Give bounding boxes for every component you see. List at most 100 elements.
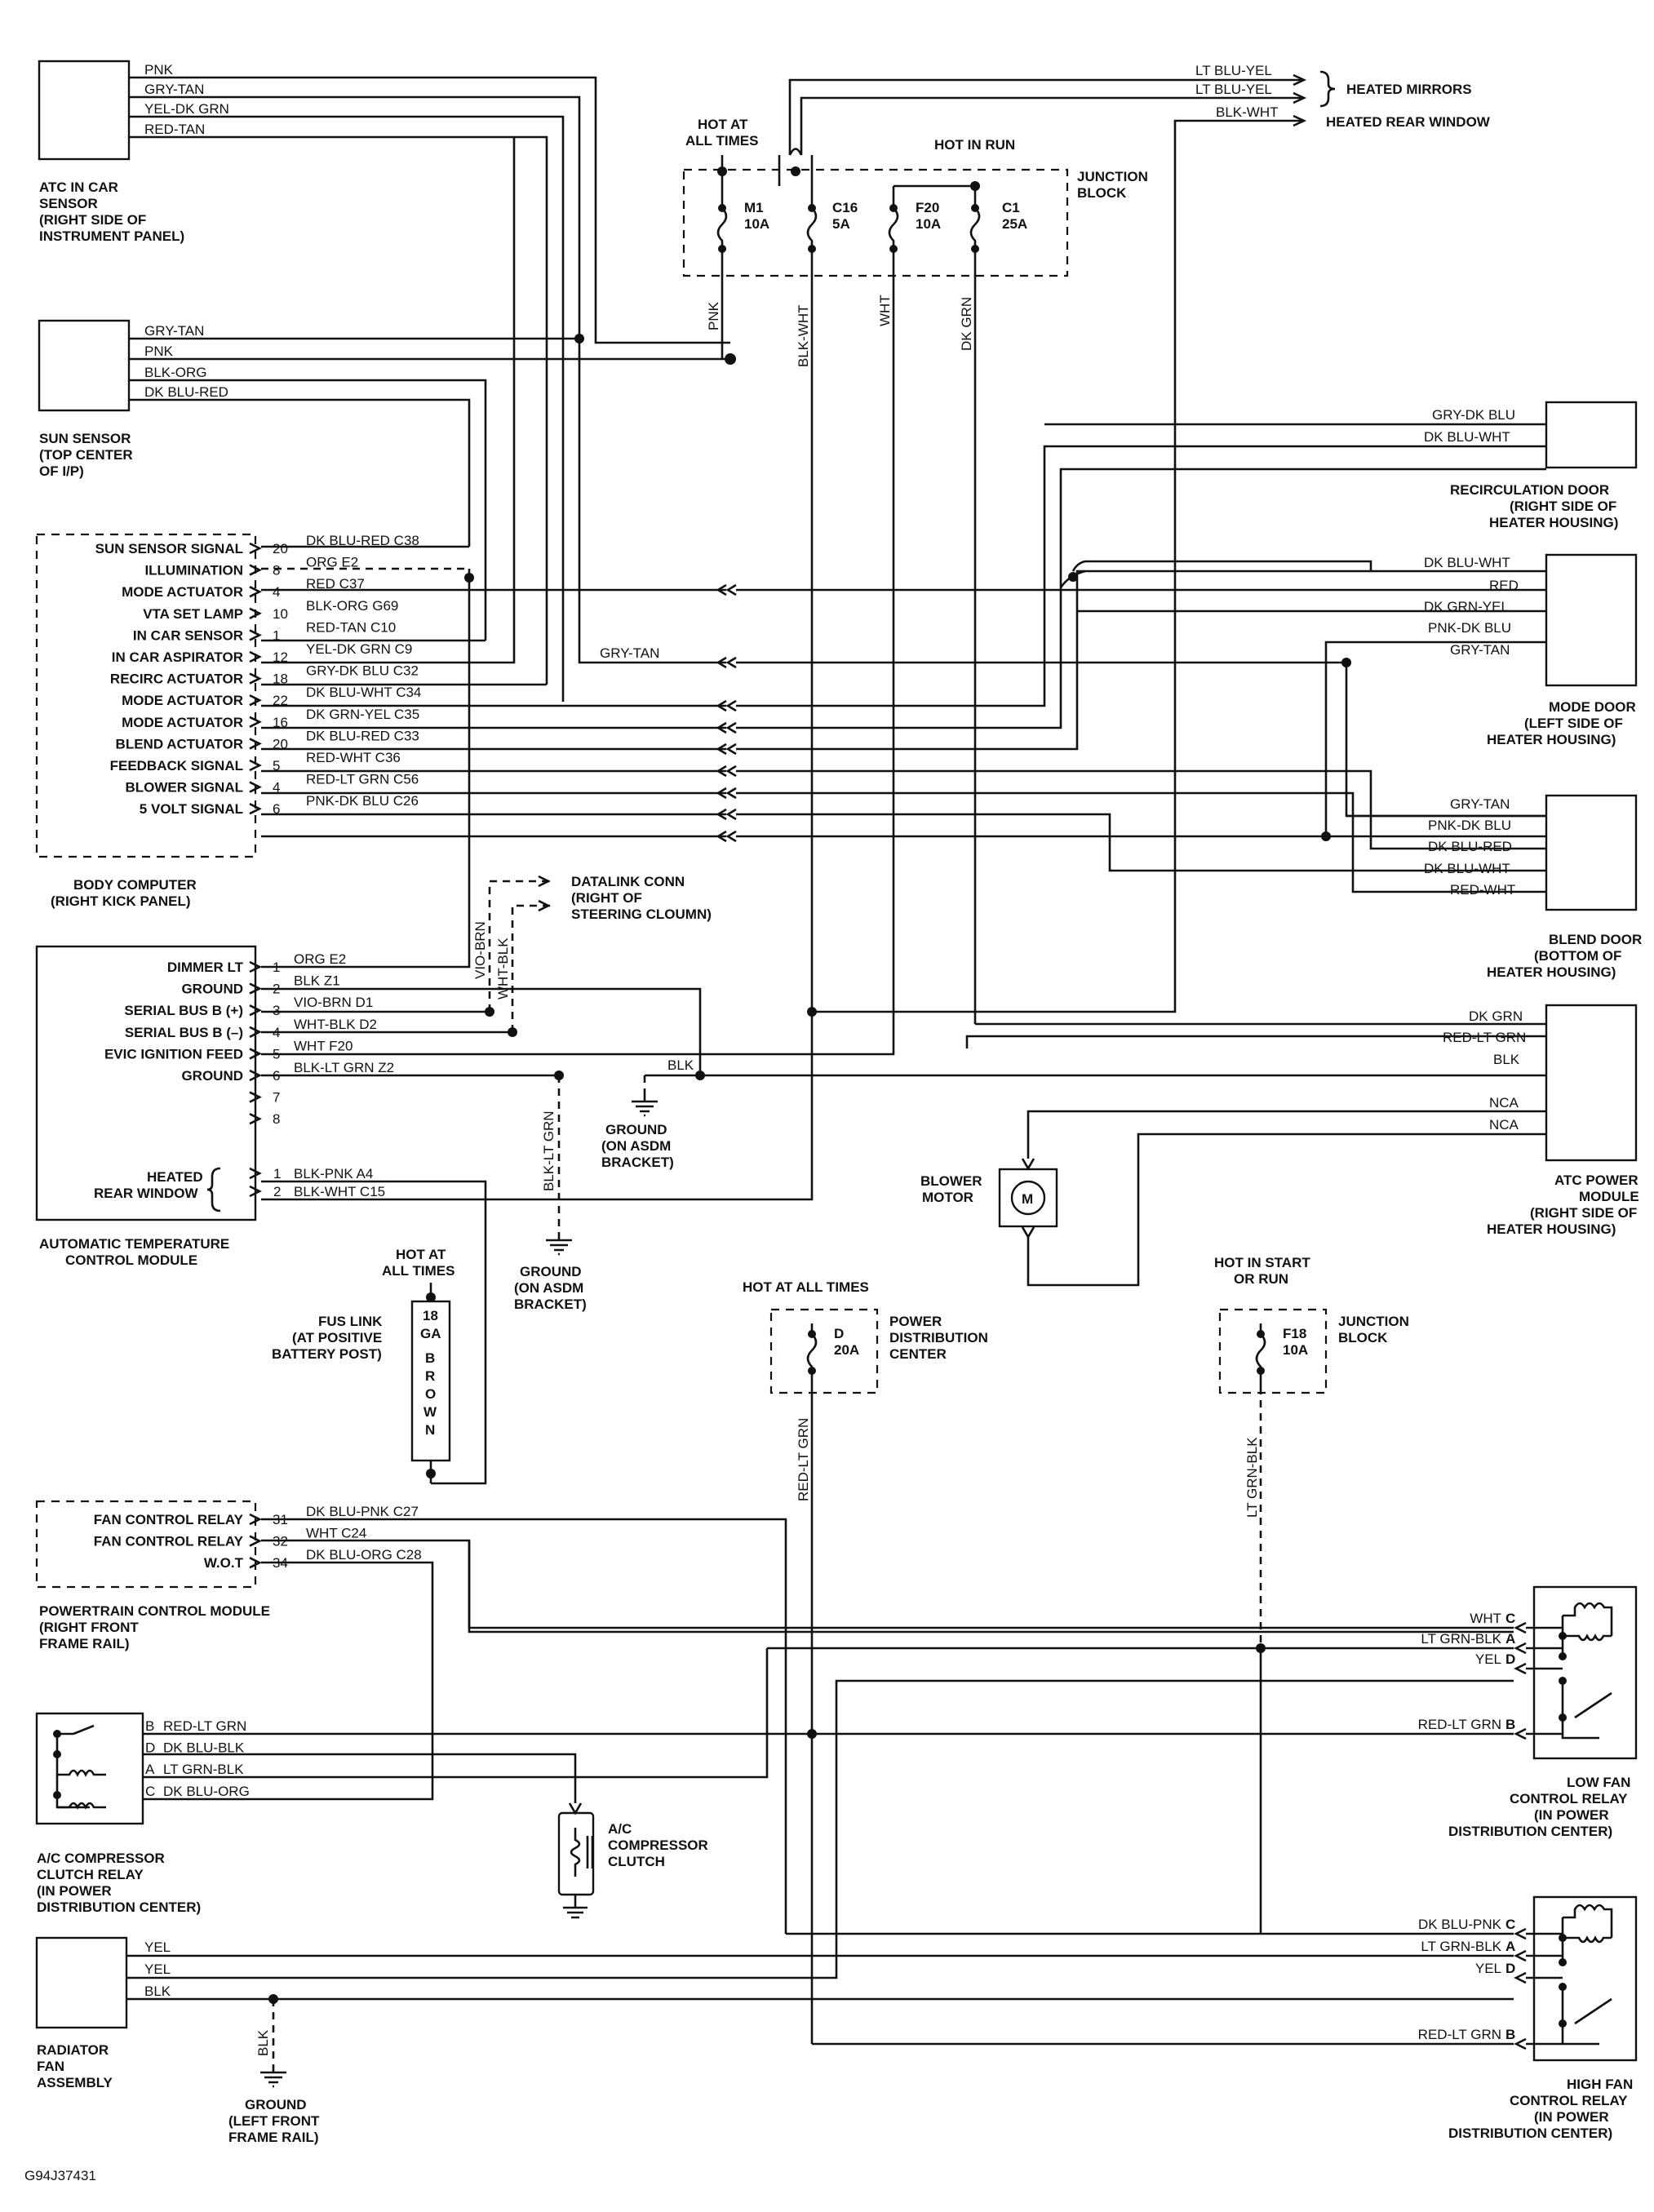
high-fan-control-relay: HIGH FAN CONTROL RELAY (IN POWER DISTRIB… bbox=[1448, 1895, 1638, 2141]
connector-arrow bbox=[1514, 1949, 1527, 1962]
ground-asdm-1-label-2: (ON ASDM bbox=[601, 1138, 671, 1154]
ground-asdm-2-label-3: BRACKET) bbox=[514, 1297, 587, 1312]
connector-arrow bbox=[249, 716, 262, 728]
fusible-link: HOT AT ALL TIMES 18 GA B R O W N FUS LIN… bbox=[272, 1247, 455, 1483]
recirc-label-2: (RIGHT SIDE OF bbox=[1510, 499, 1616, 514]
wire-label: PNK bbox=[144, 344, 174, 359]
fuse-rating: 10A bbox=[916, 216, 941, 232]
fuse-id: F20 bbox=[916, 200, 939, 215]
datalink-label-1: DATALINK CONN bbox=[571, 874, 685, 889]
pin-signal: MODE ACTUATOR bbox=[122, 715, 243, 730]
pin-signal: MODE ACTUATOR bbox=[122, 693, 243, 708]
wire-label: YEL-DK GRN bbox=[144, 101, 229, 117]
pin-number: 4 bbox=[273, 584, 280, 600]
pcm-label-2: (RIGHT FRONT bbox=[39, 1620, 139, 1635]
pin-letter: C bbox=[1505, 1917, 1515, 1932]
pin-wire: BLK-ORG G69 bbox=[306, 598, 398, 614]
ground-frame-label-2: (LEFT FRONT bbox=[228, 2113, 320, 2129]
pin-number: 10 bbox=[273, 606, 288, 622]
wire-label: YEL bbox=[1475, 1651, 1501, 1667]
ac-clutch-label-1: A/C bbox=[608, 1821, 632, 1837]
wire-label: DK BLU-WHT bbox=[1424, 555, 1510, 570]
pin-wire: ORG E2 bbox=[306, 555, 358, 570]
pin-wire: RED C37 bbox=[306, 576, 365, 592]
pin-wire: ORG E2 bbox=[294, 951, 346, 967]
pin-signal: DIMMER LT bbox=[167, 960, 244, 975]
high-fan-label-3: (IN POWER bbox=[1534, 2109, 1609, 2125]
pin-wire: DK BLU-ORG bbox=[163, 1784, 250, 1799]
wire-label: GRY-TAN bbox=[1450, 796, 1510, 812]
blend-door-label-3: HEATER HOUSING) bbox=[1487, 964, 1616, 980]
ac-clutch-label-3: CLUTCH bbox=[608, 1854, 665, 1869]
heated-rear-window-label: HEATED REAR WINDOW bbox=[1326, 114, 1491, 130]
connector-arrow bbox=[249, 738, 262, 750]
wire-label: BLK bbox=[144, 1984, 171, 1999]
junction-block-top-label-2: BLOCK bbox=[1077, 185, 1127, 201]
pin-signal: W.O.T bbox=[204, 1555, 244, 1571]
connector-arrow bbox=[249, 803, 262, 815]
pin-wire: DK BLU-ORG C28 bbox=[306, 1547, 422, 1563]
ac-relay-label-4: DISTRIBUTION CENTER) bbox=[37, 1899, 201, 1915]
pin-number: 2 bbox=[273, 1184, 281, 1199]
power-module-label-3: (RIGHT SIDE OF bbox=[1530, 1205, 1637, 1221]
connector-arrow bbox=[249, 542, 262, 555]
pin-letter: C bbox=[1505, 1611, 1515, 1626]
atc-sensor-wires: PNK GRY-TAN YEL-DK GRN RED-TAN bbox=[129, 62, 730, 702]
ground-asdm-2-label-2: (ON ASDM bbox=[514, 1280, 583, 1296]
ground-frame-label-1: GROUND bbox=[245, 2097, 307, 2112]
motor-symbol: M bbox=[1022, 1191, 1033, 1207]
pin-letter: D bbox=[1505, 1651, 1515, 1667]
datalink-label-3: STEERING CLOUMN) bbox=[571, 907, 712, 922]
pdc-label-3: CENTER bbox=[889, 1346, 947, 1362]
pin-number: 20 bbox=[273, 736, 288, 751]
connector-arrow bbox=[249, 629, 262, 641]
radiator-fan-assembly: RADIATOR FAN ASSEMBLY YEL YEL BLK BLK bbox=[35, 1679, 1514, 2090]
radiator-label-2: FAN bbox=[37, 2059, 64, 2074]
pin-signal: FAN CONTROL RELAY bbox=[94, 1512, 244, 1527]
low-fan-control-relay: LOW FAN CONTROL RELAY (IN POWER DISTRIBU… bbox=[1448, 1585, 1638, 1839]
atc-sensor-label-1: ATC IN CAR bbox=[39, 180, 118, 195]
wire-label: RED-TAN bbox=[144, 122, 205, 137]
pin-wire: LT GRN-BLK bbox=[163, 1762, 244, 1777]
wire-label: GRY-TAN bbox=[600, 645, 659, 661]
wire-label: GRY-DK BLU bbox=[1432, 407, 1515, 423]
pin-letter: C bbox=[145, 1784, 155, 1799]
connector-arrow bbox=[1514, 1662, 1527, 1675]
wire-label: PNK bbox=[706, 301, 721, 330]
ac-compressor-relay: A/C COMPRESSOR CLUTCH RELAY (IN POWER DI… bbox=[35, 1712, 201, 1915]
fuse-id: C1 bbox=[1002, 200, 1020, 215]
connector-arrow bbox=[1514, 1621, 1527, 1634]
hot-start-run-label-1: HOT IN START bbox=[1214, 1255, 1310, 1270]
pin-wire: BLK-LT GRN Z2 bbox=[294, 1060, 394, 1075]
hot-start-run-label-2: OR RUN bbox=[1234, 1271, 1288, 1287]
wire-label: BLK bbox=[255, 2029, 271, 2056]
pin-wire: WHT-BLK D2 bbox=[294, 1017, 377, 1032]
connector-arrow bbox=[249, 1048, 262, 1060]
pin-signal: IN CAR SENSOR bbox=[133, 627, 243, 643]
hot-at-all-times-label-1: HOT AT bbox=[698, 117, 748, 132]
low-fan-label-4: DISTRIBUTION CENTER) bbox=[1448, 1824, 1612, 1839]
pin-wire: RED-LT GRN C56 bbox=[306, 772, 419, 787]
mode-door-label-1: MODE DOOR bbox=[1549, 699, 1636, 715]
pin-wire: DK BLU-RED C38 bbox=[306, 533, 419, 548]
fus-text: N bbox=[425, 1422, 435, 1438]
pin-wire: WHT C24 bbox=[306, 1526, 366, 1541]
pdc-label-2: DISTRIBUTION bbox=[889, 1330, 988, 1345]
wire-label: BLK bbox=[1493, 1052, 1520, 1067]
pin-number: 16 bbox=[273, 715, 288, 730]
pcm-label-3: FRAME RAIL) bbox=[39, 1636, 129, 1651]
atc-module: AUTOMATIC TEMPERATURE CONTROL MODULE bbox=[35, 945, 257, 1268]
recirculation-door: RECIRCULATION DOOR (RIGHT SIDE OF HEATER… bbox=[1044, 401, 1638, 530]
pin-number: 5 bbox=[273, 758, 280, 774]
pin-wire: RED-TAN C10 bbox=[306, 619, 396, 635]
pin-letter: A bbox=[1505, 1631, 1515, 1647]
connector-arrow bbox=[249, 650, 262, 663]
fus-text: O bbox=[425, 1386, 436, 1402]
pin-signal: SERIAL BUS B (–) bbox=[125, 1025, 243, 1040]
high-fan-label-1: HIGH FAN bbox=[1567, 2077, 1633, 2092]
connector-arrow bbox=[249, 1535, 262, 1547]
blower-motor-label-2: MOTOR bbox=[922, 1190, 973, 1205]
low-fan-wires bbox=[468, 1540, 1514, 1735]
